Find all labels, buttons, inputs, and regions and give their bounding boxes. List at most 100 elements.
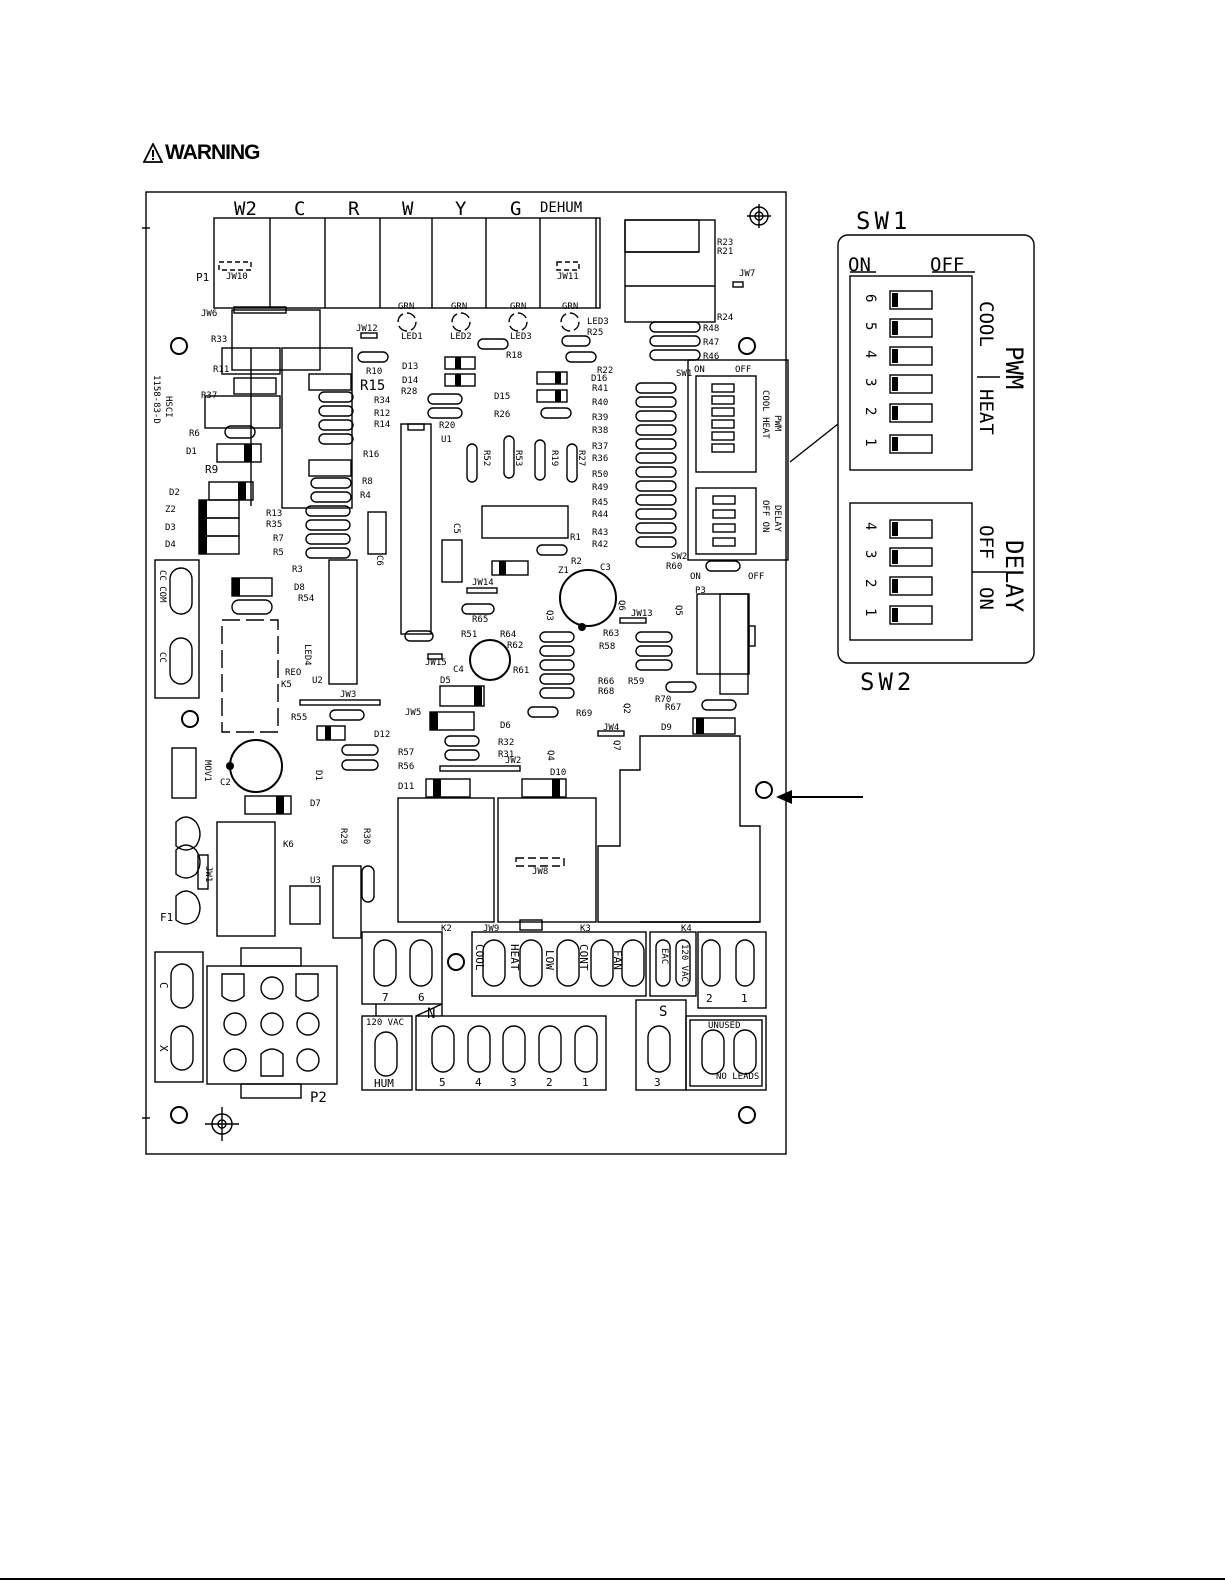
terminal-label-c: C — [294, 198, 305, 220]
component-label: D15 — [494, 392, 510, 402]
unused-terminals: UNUSED NO LEADS — [685, 1015, 767, 1091]
led-color: GRN — [510, 302, 526, 312]
component-label: R50 — [592, 470, 608, 480]
diode-area-center: JW3 D5 JW5 D6 R32 R31 JW2 — [299, 676, 521, 772]
terminal-label-w: W — [402, 198, 414, 220]
inset-on-label: ON — [690, 572, 701, 582]
component-label: D12 — [374, 730, 390, 740]
connector-pin: 1 — [741, 992, 748, 1005]
sw2-toggle-3[interactable] — [889, 547, 933, 567]
speed-tap-fan: FAN — [611, 950, 624, 970]
component-label: K2 — [441, 924, 452, 934]
sw2-toggle-1[interactable] — [889, 605, 933, 625]
component-label: R56 — [398, 762, 414, 772]
component-label: R23 — [717, 238, 733, 248]
page-bottom-rule — [0, 1578, 1225, 1580]
component-label: R20 — [439, 421, 455, 431]
capacitor-c4: R51 R64 R62 R61 C4 JW15 — [425, 630, 529, 681]
ic-u1: U1 — [400, 423, 452, 642]
speed-tap-low: LOW — [543, 950, 556, 970]
connector-label: CC — [157, 652, 167, 663]
component-label: R54 — [298, 594, 314, 604]
component-label: R6 — [189, 429, 200, 439]
component-label: R22 — [597, 366, 613, 376]
component-label: R41 — [592, 384, 608, 394]
component-label: R65 — [472, 615, 488, 625]
component-label: R29 — [338, 828, 348, 844]
component-label: R68 — [598, 687, 614, 697]
sw2-title: SW2 — [860, 668, 915, 696]
component-label: REO — [285, 668, 301, 678]
component-label: D2 — [169, 488, 180, 498]
component-label: R15 — [360, 378, 385, 394]
component-label: K6 — [283, 840, 294, 850]
sw1-pwm-label: PWM — [1000, 346, 1028, 389]
component-label: R32 — [498, 738, 514, 748]
component-label: JW11 — [557, 272, 579, 282]
connector-pin: 5 — [439, 1076, 446, 1089]
component-label: JW3 — [340, 690, 356, 700]
hum-terminal: 120 VAC HUM — [361, 1015, 413, 1091]
component-label: D9 — [661, 723, 672, 733]
sw2-number: 1 — [862, 608, 878, 616]
warning-heading: WARNING — [143, 141, 260, 165]
speed-tap-terminals: COOL HEAT LOW CONT FAN — [471, 919, 647, 997]
component-label: R44 — [592, 510, 608, 520]
component-label: C5 — [451, 523, 461, 534]
sw1-toggle-6[interactable] — [889, 290, 933, 310]
vertical-resistors: R52 R53 R19 R27 — [466, 435, 586, 483]
connector-pin: 2 — [546, 1076, 553, 1089]
sw1-toggle-1[interactable] — [889, 434, 933, 454]
connector-pin: 6 — [418, 991, 425, 1004]
pointer-arrow-icon — [776, 790, 863, 804]
component-label: JW12 — [356, 324, 378, 334]
component-label: U3 — [310, 876, 321, 886]
dip-switch-board-inset: ON OFF SW1 COOL HEAT PWM OFF ON DELAY SW… — [666, 359, 839, 582]
resistor-cluster-lower: JW13 R63 R58 R66 R68 R59 R70 R67 R69 JW4… — [527, 609, 737, 737]
component-label: U2 — [312, 676, 323, 686]
component-label: C2 — [220, 778, 231, 788]
component-label: R8 — [362, 477, 373, 487]
component-label: LED2 — [450, 332, 472, 342]
component-label: R14 — [374, 420, 390, 430]
sw1-toggle-5[interactable] — [889, 318, 933, 338]
component-label: R12 — [374, 409, 390, 419]
component-label: Q5 — [673, 605, 683, 616]
resistor-ladder: R41 R40 R39 R38 R37 R36 R50 R49 R45 R44 … — [592, 382, 677, 550]
component-label: MOV1 — [202, 760, 212, 782]
component-label: R2 — [571, 557, 582, 567]
component-label: R33 — [211, 335, 227, 345]
connector-p2: P2 — [206, 947, 338, 1106]
sw1-heat-label: HEAT — [975, 389, 997, 435]
sw2-toggle-4[interactable] — [889, 519, 933, 539]
connector-label: X — [157, 1045, 170, 1052]
component-label: D1 — [313, 770, 323, 781]
sw1-number: 5 — [862, 322, 878, 330]
component-label: R43 — [592, 528, 608, 538]
sw1-toggle-3[interactable] — [889, 374, 933, 394]
component-label: LED3 — [510, 332, 532, 342]
sw2-toggle-2[interactable] — [889, 576, 933, 596]
relay-block-top: R23 R21 JW7 R24 — [624, 219, 755, 323]
terminal-label-y: Y — [455, 198, 467, 220]
component-label: R3 — [292, 565, 303, 575]
relay-k2-k3: D11 D10 JW8 K2 JW9 K3 K4 Q4 Q7 Q3 Q6 Q5 … — [397, 600, 761, 934]
sw1-toggle-4[interactable] — [889, 346, 933, 366]
component-label: R21 — [717, 247, 733, 257]
component-label: R37 — [592, 442, 608, 452]
component-label: Z2 — [165, 505, 176, 515]
mounting-holes — [170, 337, 773, 1124]
component-label: P1 — [196, 271, 209, 284]
ic-u2: U2 — [312, 559, 358, 686]
sw1-number: 6 — [862, 294, 878, 302]
component-label: R67 — [665, 703, 681, 713]
connector-pin: 1 — [582, 1076, 589, 1089]
component-label: R60 — [666, 562, 682, 572]
relay-k5: D8 R54 REO K5 LED4 R3 — [221, 565, 314, 733]
sw1-off-label: OFF — [930, 254, 964, 276]
sw1-toggle-2[interactable] — [889, 403, 933, 423]
component-label: R61 — [513, 666, 529, 676]
connector-pin: 3 — [510, 1076, 517, 1089]
component-label: R18 — [506, 351, 522, 361]
component-label: R1 — [570, 533, 581, 543]
